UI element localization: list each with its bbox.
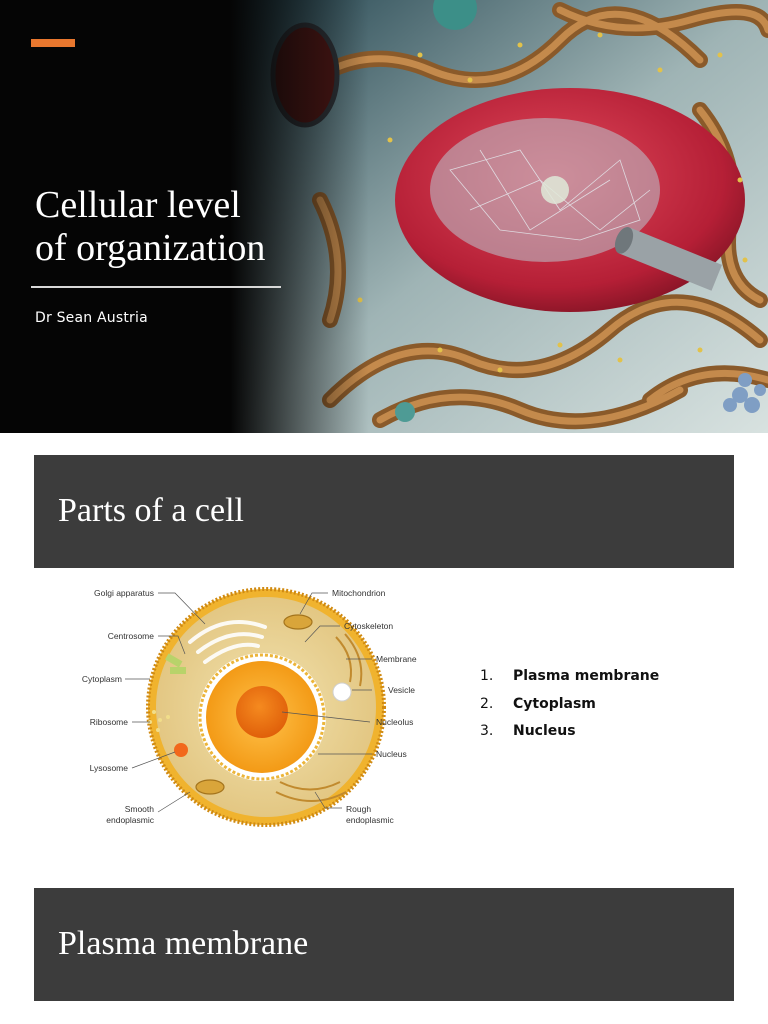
parts-list: 1. Plasma membrane 2. Cytoplasm 3. Nucle… <box>480 668 659 751</box>
list-item: 1. Plasma membrane <box>480 668 659 696</box>
label-smooth-er: endoplasmic <box>106 815 154 825</box>
label-rough-er: endoplasmic <box>346 815 394 825</box>
label-nucleus: Nucleus <box>376 749 407 759</box>
label-mitochondrion: Mitochondrion <box>332 588 386 598</box>
list-label: Cytoplasm <box>513 695 596 712</box>
label-smooth: Smooth <box>125 804 155 814</box>
label-ribosome: Ribosome <box>90 717 129 727</box>
slide-title: Cellular level of organization <box>35 184 325 270</box>
title-divider <box>31 286 281 288</box>
author-name: Dr Sean Austria <box>35 310 148 326</box>
title-slide: Cellular level of organization Dr Sean A… <box>0 0 768 433</box>
list-label: Nucleus <box>513 723 576 739</box>
cell-illustration <box>0 0 768 433</box>
list-number: 2. <box>480 695 494 712</box>
section-header-plasma: Plasma membrane <box>34 888 734 1001</box>
section-header-parts: Parts of a cell <box>34 455 734 568</box>
list-label: Plasma membrane <box>513 668 660 684</box>
list-number: 1. <box>480 668 494 684</box>
section-heading: Parts of a cell <box>58 492 244 529</box>
cell-diagram: Golgi apparatus Centrosome Cytoplasm Rib… <box>82 587 417 827</box>
title-line-1: Cellular level <box>35 184 241 226</box>
label-nucleolus: Nucleolus <box>376 717 413 727</box>
label-cytoplasm: Cytoplasm <box>82 674 122 684</box>
label-golgi: Golgi apparatus <box>94 588 154 598</box>
list-item: 3. Nucleus <box>480 723 659 751</box>
section-heading: Plasma membrane <box>58 925 309 962</box>
accent-bar <box>31 39 75 47</box>
label-vesicle: Vesicle <box>388 685 415 695</box>
label-centrosome: Centrosome <box>108 631 155 641</box>
list-number: 3. <box>480 723 494 739</box>
title-line-2: of organization <box>35 227 266 269</box>
label-membrane: Membrane <box>376 654 417 664</box>
label-rough: Rough <box>346 804 371 814</box>
label-cytoskeleton: Cytoskeleton <box>344 621 393 631</box>
list-item: 2. Cytoplasm <box>480 696 659 724</box>
label-lysosome: Lysosome <box>90 763 129 773</box>
